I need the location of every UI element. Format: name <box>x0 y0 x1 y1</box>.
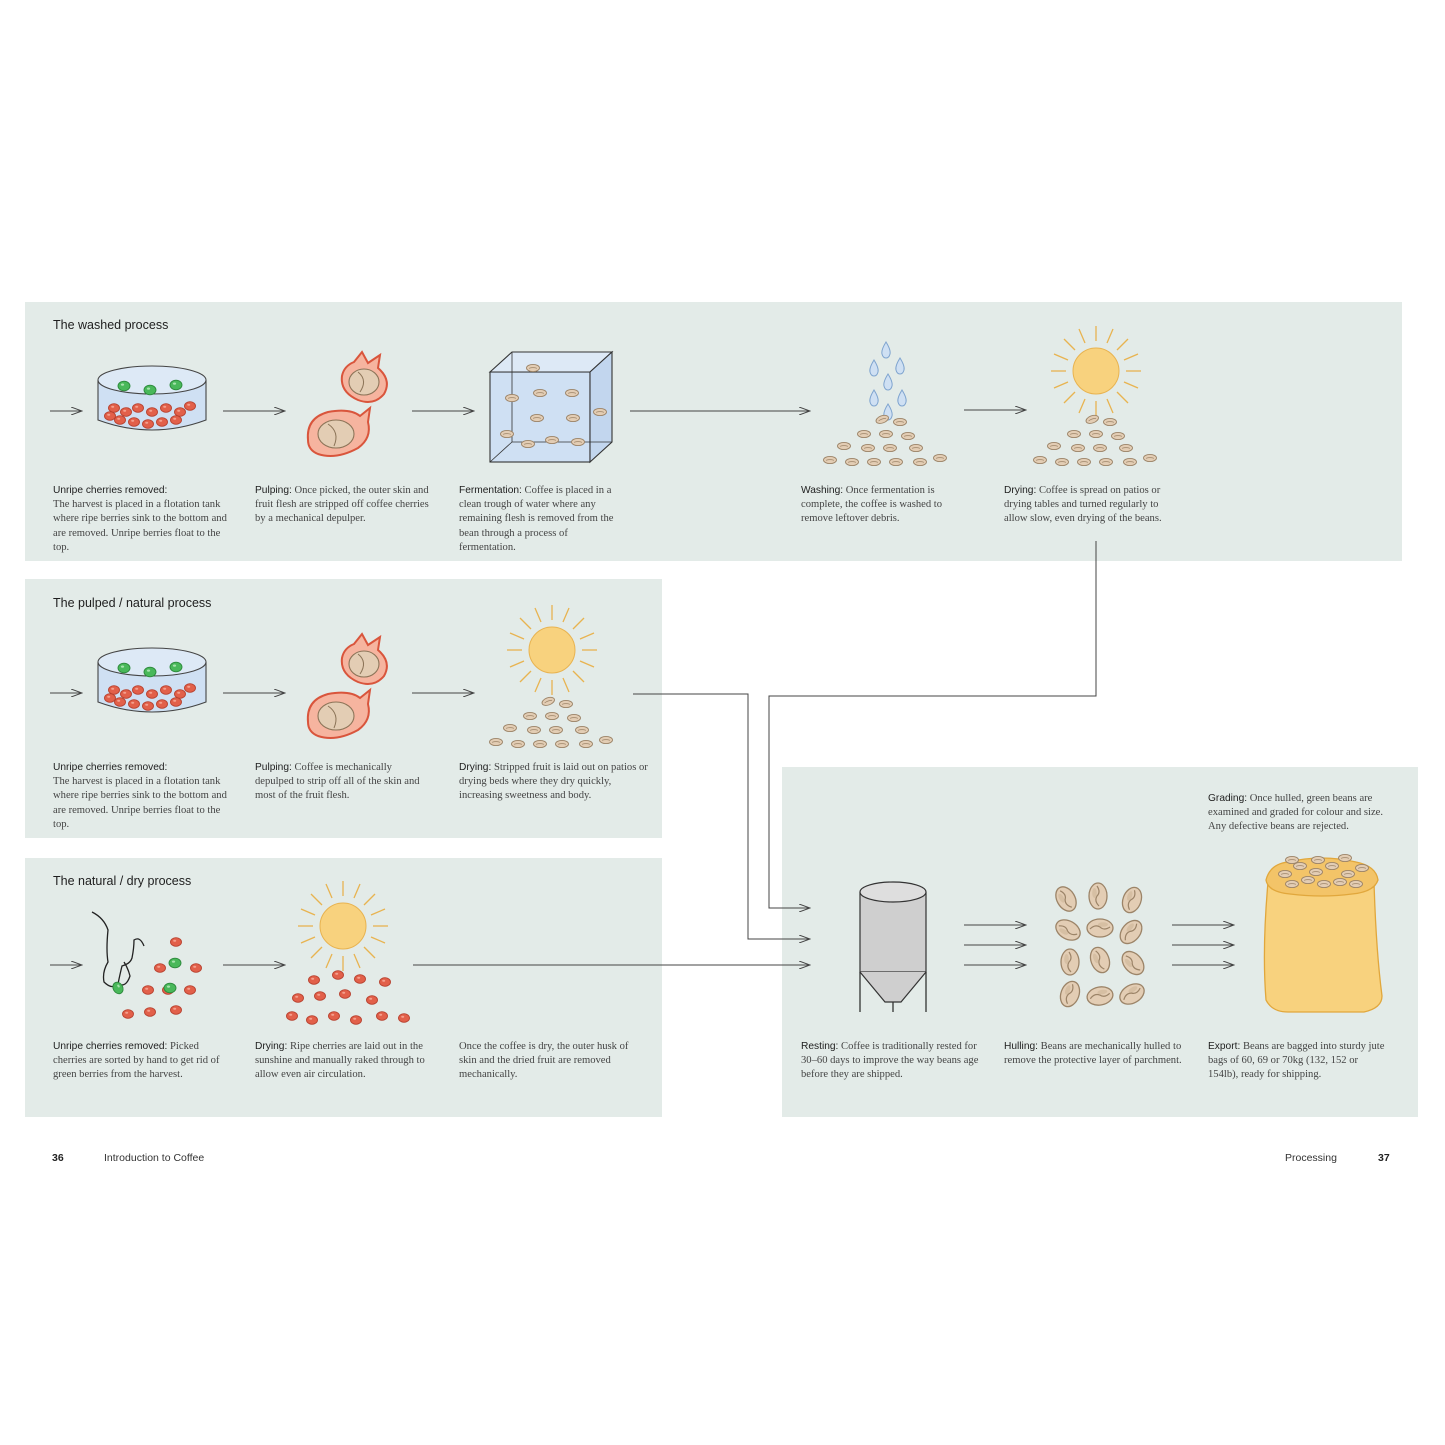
sun-drying-icon <box>490 605 613 748</box>
step-text: Once fermentation is complete, the coffe… <box>801 485 943 525</box>
export-caption: Export: Beans are bagged into sturdy jut… <box>1208 1040 1386 1083</box>
step-text: Ripe cherries are laid out in the sunshi… <box>255 1041 425 1081</box>
step-text: Coffee is placed in a clean trough of wa… <box>459 485 614 553</box>
pulped-step-pulping-caption: Pulping: Coffee is mechanically depulped… <box>255 761 425 804</box>
natural-step-drying-caption: Drying: Ripe cherries are laid out in th… <box>255 1040 433 1083</box>
step-label: Unripe cherries removed: <box>53 485 168 496</box>
connector-pulped-to-resting <box>633 693 810 939</box>
step-label: Grading: <box>1208 793 1248 804</box>
washed-step-washing-caption: Washing: Once fermentation is complete, … <box>801 484 966 527</box>
pulped-step-unripe-caption: Unripe cherries removed: The harvest is … <box>53 761 231 832</box>
step-label: Unripe cherries removed: <box>53 1041 168 1052</box>
step-label: Resting: <box>801 1041 839 1052</box>
flotation-tank-icon <box>98 366 206 430</box>
natural-process-title: The natural / dry process <box>53 874 192 888</box>
resting-caption: Resting: Coffee is traditionally rested … <box>801 1040 979 1083</box>
pulped-step-drying-caption: Drying: Stripped fruit is laid out on pa… <box>459 761 649 804</box>
right-running-title: Processing <box>1285 1152 1337 1164</box>
left-running-title: Introduction to Coffee <box>104 1152 205 1164</box>
step-text: The harvest is placed in a flotation tan… <box>53 499 227 553</box>
connector-washed-to-resting <box>768 541 1097 908</box>
step-text: The harvest is placed in a flotation tan… <box>53 776 227 830</box>
step-text: Once hulled, green beans are examined an… <box>1208 793 1384 833</box>
hand-sorting-icon <box>91 911 202 1019</box>
fermentation-tank-icon <box>488 350 614 464</box>
jute-sack-icon <box>1263 853 1383 1013</box>
step-label: Fermentation: <box>459 485 522 496</box>
washed-step-pulping-caption: Pulping: Once picked, the outer skin and… <box>255 484 433 527</box>
step-text: Beans are mechanically hulled to remove … <box>1004 1041 1182 1067</box>
step-text: Picked cherries are sorted by hand to ge… <box>53 1041 220 1081</box>
step-label: Washing: <box>801 485 844 496</box>
depulped-cherry-icon <box>306 633 388 739</box>
left-page-number: 36 <box>52 1152 64 1164</box>
step-label: Drying: <box>1004 485 1037 496</box>
step-text: Once the coffee is dry, the outer husk o… <box>459 1041 629 1081</box>
natural-step-unripe-caption: Unripe cherries removed: Picked cherries… <box>53 1040 231 1083</box>
sun-drying-icon <box>1034 326 1157 466</box>
step-label: Pulping: <box>255 485 292 496</box>
step-label: Unripe cherries removed: <box>53 762 168 773</box>
hulling-caption: Hulling: Beans are mechanically hulled t… <box>1004 1040 1182 1068</box>
panel-natural-dry-process <box>25 858 662 1117</box>
step-label: Pulping: <box>255 762 292 773</box>
washed-step-drying-caption: Drying: Coffee is spread on patios or dr… <box>1004 484 1182 527</box>
grading-caption: Grading: Once hulled, green beans are ex… <box>1208 792 1386 835</box>
step-text: Coffee is traditionally rested for 30–60… <box>801 1041 979 1081</box>
sun-drying-icon <box>286 881 410 1025</box>
step-label: Hulling: <box>1004 1041 1038 1052</box>
pulped-process-title: The pulped / natural process <box>53 596 212 610</box>
flotation-tank-icon <box>98 648 206 712</box>
step-text: Once picked, the outer skin and fruit fl… <box>255 485 429 525</box>
washed-process-title: The washed process <box>53 318 169 332</box>
depulped-cherry-icon <box>306 351 388 457</box>
washing-water-icon <box>824 341 947 466</box>
washed-step-unripe-caption: Unripe cherries removed: The harvest is … <box>53 484 231 555</box>
step-label: Export: <box>1208 1041 1241 1052</box>
step-label: Drying: <box>255 1041 288 1052</box>
panel-washed-process <box>25 302 1402 561</box>
step-text: Coffee is spread on patios or drying tab… <box>1004 485 1162 525</box>
silo-icon <box>859 881 927 1012</box>
step-text: Coffee is mechanically depulped to strip… <box>255 762 420 802</box>
washed-step-fermentation-caption: Fermentation: Coffee is placed in a clea… <box>459 484 619 555</box>
natural-step-hulling-caption: Once the coffee is dry, the outer husk o… <box>459 1040 644 1083</box>
right-page-number: 37 <box>1378 1152 1390 1164</box>
step-label: Drying: <box>459 762 492 773</box>
hulled-beans-icon <box>1051 882 1149 1010</box>
step-text: Stripped fruit is laid out on patios or … <box>459 762 648 802</box>
step-text: Beans are bagged into sturdy jute bags o… <box>1208 1041 1385 1081</box>
